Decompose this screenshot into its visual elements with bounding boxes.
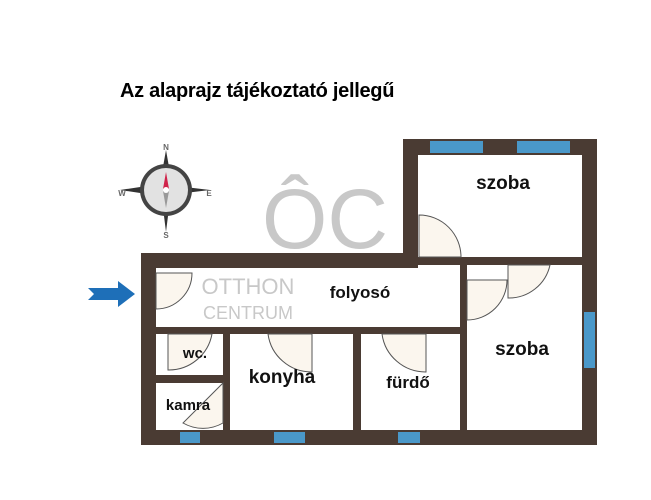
windows bbox=[180, 141, 595, 443]
watermark-logo: ÔC OTTHON CENTRUM bbox=[202, 172, 388, 323]
compass-e: E bbox=[206, 189, 212, 198]
room-label-kamra: kamra bbox=[166, 397, 211, 414]
compass-w: W bbox=[118, 189, 126, 198]
door-szoba-right-2 bbox=[507, 264, 551, 299]
watermark-centrum: CENTRUM bbox=[203, 303, 293, 323]
room-label-szoba-top: szoba bbox=[476, 173, 530, 194]
room-label-furdo: fürdő bbox=[386, 373, 429, 392]
door-szoba-right bbox=[466, 279, 508, 321]
door-szoba-top bbox=[418, 214, 462, 258]
window bbox=[398, 432, 420, 443]
window bbox=[584, 312, 595, 368]
room-label-konyha: konyha bbox=[249, 367, 316, 388]
door-entrance bbox=[155, 272, 193, 310]
room-label-wc: wc. bbox=[182, 345, 207, 362]
plan-disclaimer-title: Az alaprajz tájékoztató jellegű bbox=[120, 80, 395, 102]
window bbox=[430, 141, 483, 153]
compass-n: N bbox=[163, 143, 169, 152]
doors bbox=[155, 214, 551, 429]
watermark-otthon: OTTHON bbox=[202, 274, 295, 299]
room-label-szoba-right: szoba bbox=[495, 339, 549, 360]
compass-icon: N E S W bbox=[118, 143, 212, 240]
door-wc bbox=[167, 333, 213, 371]
compass-s: S bbox=[163, 231, 169, 240]
room-label-folyoso: folyosó bbox=[330, 283, 390, 302]
door-kamra bbox=[182, 381, 224, 429]
door-konyha bbox=[267, 333, 313, 373]
window bbox=[180, 432, 200, 443]
window bbox=[274, 432, 305, 443]
door-furdo bbox=[381, 333, 427, 373]
watermark-oc: ÔC bbox=[262, 172, 388, 266]
entrance-arrow-icon bbox=[88, 281, 135, 307]
window bbox=[517, 141, 570, 153]
